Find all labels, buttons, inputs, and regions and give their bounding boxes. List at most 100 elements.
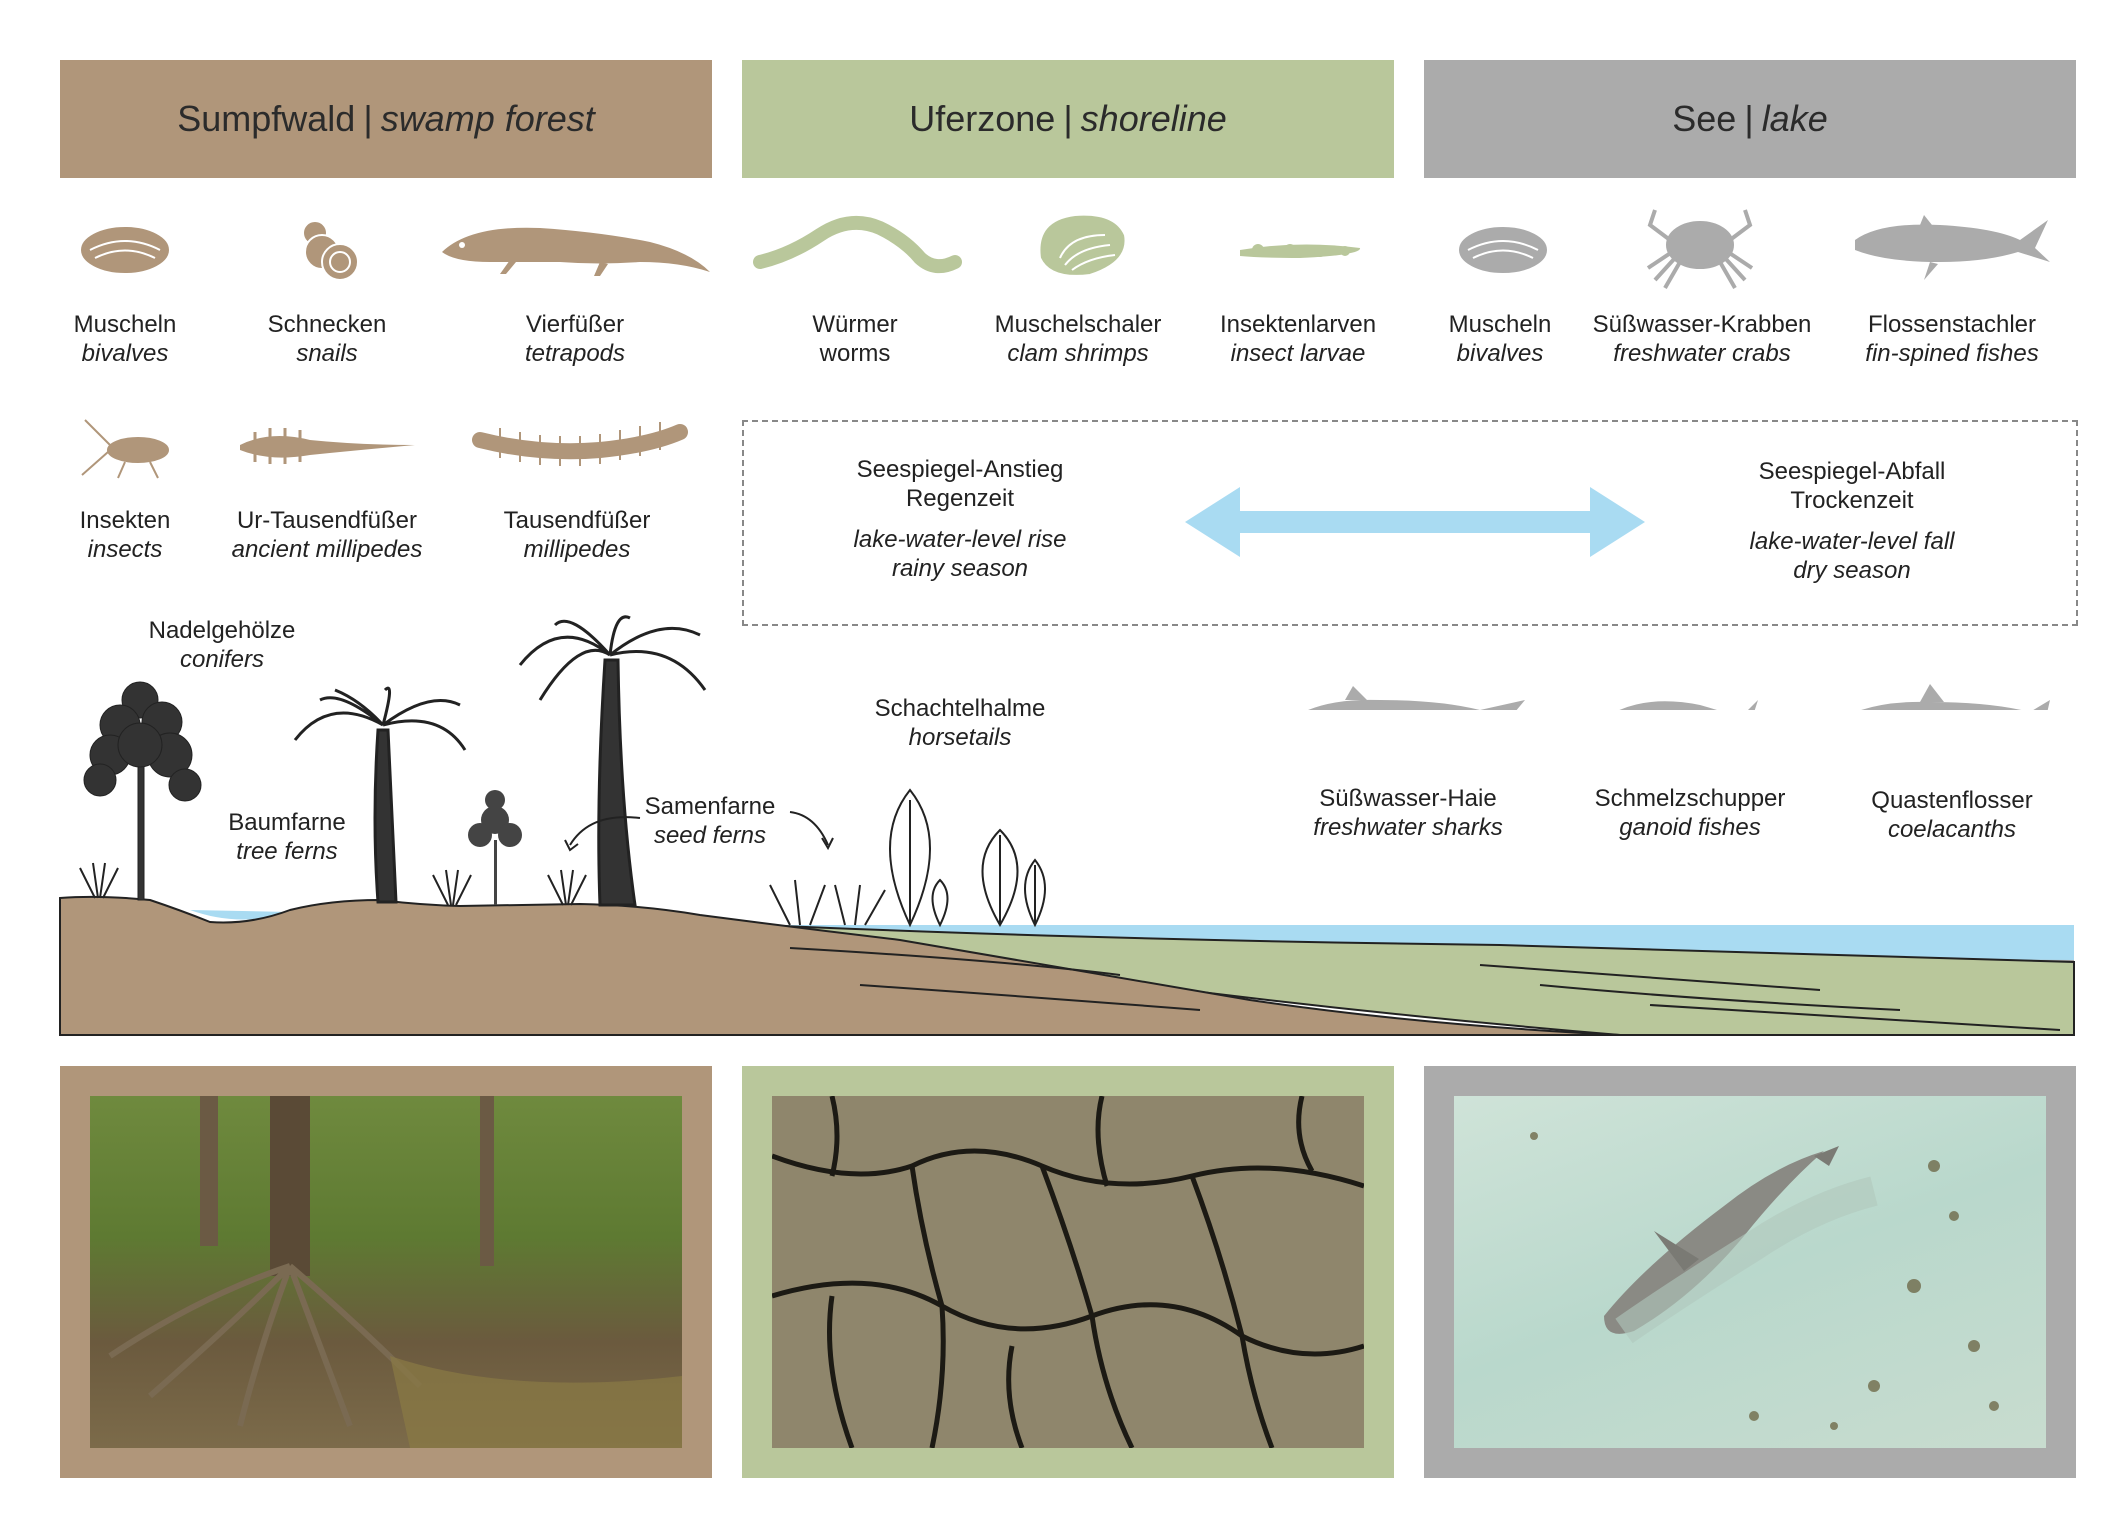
label-en: freshwater sharks xyxy=(1313,814,1503,841)
seed-fern-icon xyxy=(468,790,522,905)
worm-icon xyxy=(753,215,962,274)
label-de: Quastenflosser xyxy=(1871,787,2033,814)
tree-fern-icon xyxy=(518,615,707,907)
crab-icon xyxy=(1646,209,1754,289)
label-en: fin-spined fishes xyxy=(1865,340,2039,367)
horsetail-icon xyxy=(769,788,1046,928)
header-swamp-forest: Sumpfwald | swamp forest xyxy=(60,60,712,178)
label-en: worms xyxy=(819,340,891,367)
label-water-level-rise: Seespiegel-Anstieg Regenzeit lake-water-… xyxy=(854,455,1067,583)
organism-icons xyxy=(79,209,2050,710)
label-de: Vierfüßer xyxy=(525,311,625,338)
rise-en1: lake-water-level rise xyxy=(853,526,1067,553)
snail-icon xyxy=(302,220,359,281)
mudcrack-photo xyxy=(772,1096,1364,1448)
label-en: seed ferns xyxy=(653,822,767,849)
ancient-millipede-icon xyxy=(240,428,415,464)
clam-shrimp-icon xyxy=(1038,213,1127,277)
label-en: horsetails xyxy=(908,724,1012,751)
fall-de2: Trockenzeit xyxy=(1790,487,1914,514)
label-de: Ur-Tausendfüßer xyxy=(236,507,418,534)
label-en: millipedes xyxy=(523,536,631,563)
label-en: clam shrimps xyxy=(1007,340,1149,367)
label-de: Insektenlarven xyxy=(1219,311,1377,338)
conifer-icon xyxy=(83,681,202,901)
label-en: bivalves xyxy=(81,340,169,367)
label-en: tree ferns xyxy=(236,838,338,865)
label-en: freshwater crabs xyxy=(1613,340,1791,367)
shark-photo-drawing xyxy=(1530,1132,1999,1430)
rise-en2: rainy season xyxy=(891,555,1029,582)
rise-de2: Regenzeit xyxy=(905,485,1015,512)
label-en: ganoid fishes xyxy=(1619,814,1761,841)
ganoid-fish-icon xyxy=(1619,700,1758,710)
millipede-icon xyxy=(472,422,688,466)
header-lake-en: lake xyxy=(1761,98,1828,139)
label-en: conifers xyxy=(179,646,265,673)
label-de: Insekten xyxy=(79,507,171,534)
label-de: Süßwasser-Krabben xyxy=(1592,311,1812,338)
double-arrow-icon xyxy=(1185,487,1645,557)
header-shoreline: Uferzone | shoreline xyxy=(742,60,1394,178)
label-en: insect larvae xyxy=(1230,340,1366,367)
label-en: coelacanths xyxy=(1887,816,2017,843)
fall-en1: lake-water-level fall xyxy=(1749,528,1955,555)
label-de: Schnecken xyxy=(267,311,387,338)
roots-drawing xyxy=(108,1096,682,1448)
label-de: Baumfarne xyxy=(228,809,346,836)
label-water-level-fall: Seespiegel-Abfall Trockenzeit lake-water… xyxy=(1750,457,1955,585)
label-de: Würmer xyxy=(812,311,898,338)
tetrapod-icon xyxy=(442,227,710,276)
label-en: insects xyxy=(87,536,163,563)
label-de: Nadelgehölze xyxy=(148,617,296,644)
mudcrack-drawing xyxy=(772,1096,1364,1448)
label-en: ancient millipedes xyxy=(231,536,423,563)
label-en: snails xyxy=(296,340,358,367)
bivalve-icon xyxy=(79,225,171,275)
header-lake-de: See xyxy=(1672,98,1737,139)
tree-fern-icon xyxy=(293,686,467,904)
rise-de1: Seespiegel-Anstieg xyxy=(856,456,1064,483)
header-shore-de: Uferzone xyxy=(909,98,1056,139)
label-de: Samenfarne xyxy=(644,793,776,820)
label-de: Süßwasser-Haie xyxy=(1319,785,1497,812)
label-de: Schachtelhalme xyxy=(874,695,1046,722)
label-en: bivalves xyxy=(1456,340,1544,367)
header-swamp-sep: | xyxy=(363,98,373,139)
shark-icon xyxy=(1308,686,1525,710)
label-de: Muscheln xyxy=(73,311,177,338)
header-lake-sep: | xyxy=(1744,98,1754,139)
water-level-box xyxy=(742,420,2078,626)
fern-bush-icon xyxy=(79,862,587,906)
bivalve-icon xyxy=(1457,225,1549,275)
shark-photo xyxy=(1454,1096,2046,1448)
fin-spined-fish-icon xyxy=(1855,215,2050,280)
insect-larva-icon xyxy=(1240,244,1361,258)
swamp-ground xyxy=(59,895,1621,1036)
header-swamp-de: Sumpfwald xyxy=(177,98,356,139)
label-de: Schmelzschupper xyxy=(1594,785,1786,812)
header-shore-en: shoreline xyxy=(1080,98,1227,139)
label-de: Flossenstachler xyxy=(1867,311,2037,338)
label-en: tetrapods xyxy=(524,340,626,367)
label-de: Muscheln xyxy=(1448,311,1552,338)
fall-de1: Seespiegel-Abfall xyxy=(1758,458,1946,485)
